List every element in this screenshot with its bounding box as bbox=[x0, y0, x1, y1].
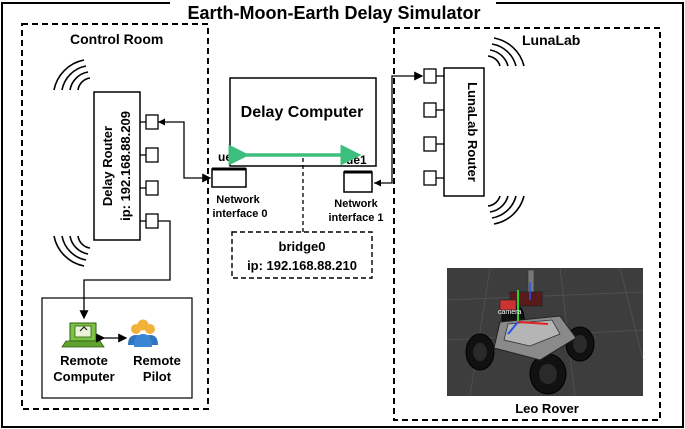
pilot-group-icon bbox=[128, 319, 158, 347]
page-title: Earth-Moon-Earth Delay Simulator bbox=[187, 3, 480, 23]
nic1-to-lunalab-link bbox=[374, 71, 424, 184]
wifi-signal-icon bbox=[487, 195, 525, 225]
remote-computer-label-line2: Computer bbox=[53, 369, 114, 384]
lunalab-router-ports bbox=[423, 68, 444, 186]
control-room-label: Control Room bbox=[70, 31, 163, 47]
delay-router-ip: ip: 192.168.88.209 bbox=[118, 111, 133, 221]
laptop-icon bbox=[61, 322, 105, 348]
lunalab-router-label: LunaLab Router bbox=[465, 82, 480, 182]
ue0-label: ue0 bbox=[218, 150, 239, 164]
lunalab-region bbox=[393, 27, 661, 421]
delay-computer-label: Delay Computer bbox=[241, 104, 364, 121]
lunalab-router: LunaLab Router bbox=[423, 67, 485, 197]
router-to-remote-link bbox=[79, 220, 171, 320]
control-room-region bbox=[21, 23, 209, 410]
delay-router: Delay Router ip: 192.168.88.209 bbox=[93, 91, 159, 241]
delay-router-ports bbox=[140, 114, 159, 229]
network-interface-1 bbox=[343, 170, 373, 193]
leo-rover-image: camera bbox=[446, 267, 644, 397]
leo-rover-label: Leo Rover bbox=[515, 401, 579, 416]
wifi-signal-icon bbox=[53, 59, 91, 91]
nic1-label-line1: Network bbox=[334, 198, 378, 210]
network-interface-0 bbox=[211, 167, 247, 188]
wifi-signal-icon bbox=[53, 235, 91, 267]
router-to-nic0-link bbox=[158, 121, 212, 183]
bridge-ip: ip: 192.168.88.210 bbox=[247, 258, 357, 273]
lunalab-label: LunaLab bbox=[522, 32, 580, 48]
camera-text: camera bbox=[498, 309, 521, 316]
nic1-label-line2: interface 1 bbox=[328, 212, 383, 224]
delay-router-label: Delay Router bbox=[100, 126, 115, 206]
remote-pilot-label-line1: Remote bbox=[133, 353, 181, 368]
remote-computer-label-line1: Remote bbox=[60, 353, 108, 368]
wifi-signal-icon bbox=[487, 37, 525, 67]
nic0-label-line1: Network bbox=[216, 194, 260, 206]
bridge-name: bridge0 bbox=[279, 239, 326, 254]
remote-pilot-label-line2: Pilot bbox=[143, 369, 172, 384]
remote-station-box bbox=[41, 297, 193, 399]
nic0-label-line2: interface 0 bbox=[212, 208, 267, 220]
bridge-box bbox=[231, 231, 373, 279]
